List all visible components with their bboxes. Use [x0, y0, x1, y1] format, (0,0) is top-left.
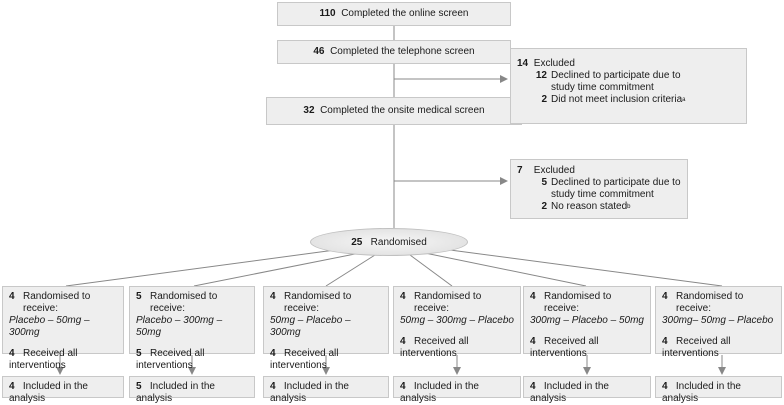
- excluded-1-item-2-label: Did not meet inclusion criteria: [551, 94, 683, 105]
- arm-6-sequence: 300mg– 50mg – Placebo: [662, 315, 774, 326]
- arm-3-label: Randomised to receive:: [284, 291, 352, 314]
- arm-2-received-label2: interventions: [136, 360, 193, 371]
- arm-3-received-label: Received all: [284, 348, 339, 359]
- excluded-2-item-2-label: No reason stated: [551, 201, 628, 212]
- excluded-1-item-1-count: 12: [535, 70, 547, 81]
- analysis-box-4: 4 Included in the analysis: [393, 376, 521, 404]
- onsite-screen-label: Completed the onsite medical screen: [320, 105, 485, 116]
- arm-5-label: Randomised to receive:: [544, 291, 612, 314]
- excluded-2-item-1-label2: study time commitment: [551, 189, 654, 200]
- excluded-box-1: 14 Excluded 12 Declined to participate du…: [510, 48, 747, 124]
- footnote-b: b: [627, 204, 631, 210]
- telephone-screen-label: Completed the telephone screen: [330, 46, 475, 57]
- connector-arm-1: [65, 247, 351, 287]
- excluded-1-item-1-label: Declined to participate due to: [551, 70, 681, 81]
- arm-4-received-label2: interventions: [400, 348, 457, 359]
- analysis-1-count: 4: [9, 381, 15, 392]
- arm-4-received-count: 4: [400, 336, 406, 347]
- excluded-2-count: 7: [517, 165, 523, 176]
- excluded-1-label: Excluded: [533, 58, 575, 69]
- arm-6-received-label2: interventions: [662, 348, 719, 359]
- arm-4-count: 4: [400, 291, 406, 302]
- connector-arm-5: [419, 251, 587, 287]
- arm-2-received-label: Received all: [150, 348, 205, 359]
- connector-arm-2: [193, 251, 366, 287]
- arm-2-label: Randomised to receive:: [150, 291, 218, 314]
- arm-1-count: 4: [9, 291, 15, 302]
- arm-6-received-label: Received all: [676, 336, 731, 347]
- analysis-1-label: Included in the analysis: [9, 381, 88, 404]
- arm-2-count: 5: [136, 291, 142, 302]
- excluded-1-item-2-count: 2: [541, 94, 547, 105]
- excluded-1-count: 14: [517, 58, 529, 69]
- arm-4-sequence: 50mg – 300mg – Placebo: [400, 315, 514, 326]
- analysis-5-label: Included in the analysis: [530, 381, 609, 404]
- arm-box-6: 4 Randomised to receive: 300mg– 50mg – Pl…: [655, 286, 782, 359]
- arm-5-received-label2: interventions: [530, 348, 587, 359]
- telephone-screen-count: 46: [313, 46, 325, 57]
- onsite-screen-box: 32 Completed the onsite medical screen: [266, 97, 522, 125]
- excluded-2-item-1-count: 5: [541, 177, 547, 188]
- online-screen-box: 110 Completed the online screen: [277, 2, 511, 26]
- analysis-5-count: 4: [530, 381, 536, 392]
- arm-2-received-count: 5: [136, 348, 142, 359]
- randomised-label: Randomised: [370, 236, 427, 248]
- arm-4-label: Randomised to receive:: [414, 291, 482, 314]
- excluded-2-item-1-label: Declined to participate due to: [551, 177, 681, 188]
- arm-1-received-count: 4: [9, 348, 15, 359]
- arm-box-1: 4 Randomised to receive: Placebo – 50mg –…: [2, 286, 124, 371]
- arm-3-received-count: 4: [270, 348, 276, 359]
- arm-box-4: 4 Randomised to receive: 50mg – 300mg – P…: [393, 286, 521, 359]
- arm-5-count: 4: [530, 291, 536, 302]
- analysis-2-count: 5: [136, 381, 142, 392]
- analysis-6-label: Included in the analysis: [662, 381, 741, 404]
- arm-6-received-count: 4: [662, 336, 668, 347]
- arm-5-received-label: Received all: [544, 336, 599, 347]
- excluded-2-item-2-count: 2: [541, 201, 547, 212]
- excluded-box-2: 7 Excluded 5 Declined to participate due …: [510, 159, 688, 219]
- analysis-box-3: 4 Included in the analysis: [263, 376, 389, 404]
- onsite-screen-count: 32: [303, 105, 315, 116]
- connector-arm-4: [409, 254, 453, 287]
- analysis-box-2: 5 Included in the analysis: [129, 376, 255, 404]
- arm-4-received-label: Received all: [414, 336, 469, 347]
- analysis-6-count: 4: [662, 381, 668, 392]
- randomised-count: 25: [351, 236, 363, 248]
- excluded-1-item-1-label2: study time commitment: [551, 82, 654, 93]
- online-screen-count: 110: [319, 8, 336, 19]
- online-screen-label: Completed the online screen: [341, 8, 469, 19]
- footnote-a: a: [682, 97, 686, 103]
- arm-box-3: 4 Randomised to receive: 50mg – Placebo –…: [263, 286, 389, 371]
- arm-6-label: Randomised to receive:: [676, 291, 744, 314]
- randomised-node: 25 Randomised: [310, 228, 468, 256]
- arm-3-received-label2: interventions: [270, 360, 327, 371]
- arm-6-count: 4: [662, 291, 668, 302]
- analysis-4-count: 4: [400, 381, 406, 392]
- analysis-3-count: 4: [270, 381, 276, 392]
- arm-2-sequence: Placebo – 300mg – 50mg: [136, 315, 223, 338]
- telephone-screen-box: 46 Completed the telephone screen: [277, 40, 511, 64]
- connector-arm-6: [434, 247, 723, 287]
- analysis-2-label: Included in the analysis: [136, 381, 215, 404]
- arm-3-count: 4: [270, 291, 276, 302]
- analysis-box-5: 4 Included in the analysis: [523, 376, 651, 404]
- arm-3-sequence: 50mg – Placebo – 300mg: [270, 315, 351, 338]
- analysis-4-label: Included in the analysis: [400, 381, 479, 404]
- arm-5-received-count: 4: [530, 336, 536, 347]
- connector-arm-3: [325, 254, 376, 287]
- excluded-2-label: Excluded: [533, 165, 575, 176]
- analysis-box-1: 4 Included in the analysis: [2, 376, 124, 404]
- arm-1-label: Randomised to receive:: [23, 291, 91, 314]
- arm-5-sequence: 300mg – Placebo – 50mg: [530, 315, 644, 326]
- arm-1-sequence: Placebo – 50mg – 300mg: [9, 315, 90, 338]
- analysis-box-6: 4 Included in the analysis: [655, 376, 782, 404]
- arm-box-2: 5 Randomised to receive: Placebo – 300mg …: [129, 286, 255, 371]
- arm-1-received-label2: interventions: [9, 360, 66, 371]
- analysis-3-label: Included in the analysis: [270, 381, 349, 404]
- arm-box-5: 4 Randomised to receive: 300mg – Placebo …: [523, 286, 651, 359]
- arm-1-received-label: Received all: [23, 348, 78, 359]
